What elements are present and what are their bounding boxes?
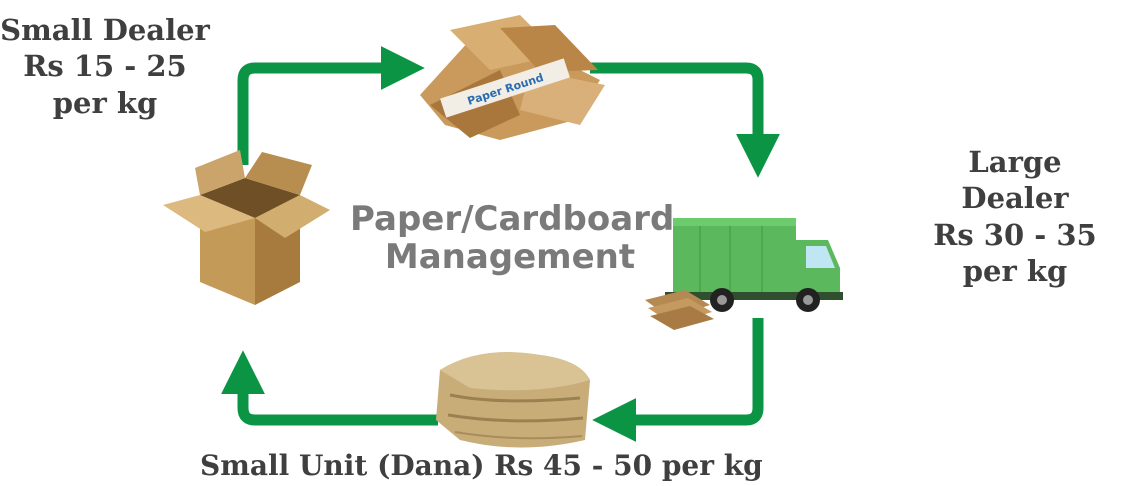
small-dealer-title: Small Dealer [0, 13, 210, 47]
arrow-box-to-paper [237, 46, 425, 165]
arrow-truck-to-bale [592, 318, 764, 442]
large-dealer-title: Large Dealer [961, 145, 1069, 216]
diagram-title: Paper/Cardboard Management [350, 199, 675, 278]
paper-stack-image: Paper Round [420, 15, 605, 140]
cardboard-bale-image [436, 352, 590, 448]
large-dealer-label: Large Dealer Rs 30 - 35 per kg [910, 144, 1120, 289]
paper-band [440, 58, 570, 118]
diagram-title-line1: Paper/Cardboard [350, 199, 675, 239]
diagram-title-line2: Management [384, 237, 636, 278]
cardboard-sheets [645, 290, 714, 330]
truck-image [645, 218, 843, 330]
cardboard-box-image [163, 150, 330, 305]
small-unit-label: Small Unit (Dana) Rs 45 - 50 per kg [200, 449, 763, 482]
small-dealer-label: Small Dealer Rs 15 - 25 per kg [0, 12, 210, 121]
small-dealer-price: Rs 15 - 25 [23, 49, 187, 84]
large-dealer-unit: per kg [962, 253, 1068, 288]
small-dealer-unit: per kg [52, 85, 158, 120]
arrow-paper-to-truck [590, 62, 780, 178]
large-dealer-price: Rs 30 - 35 [933, 217, 1097, 252]
arrow-bale-to-box [221, 350, 438, 426]
